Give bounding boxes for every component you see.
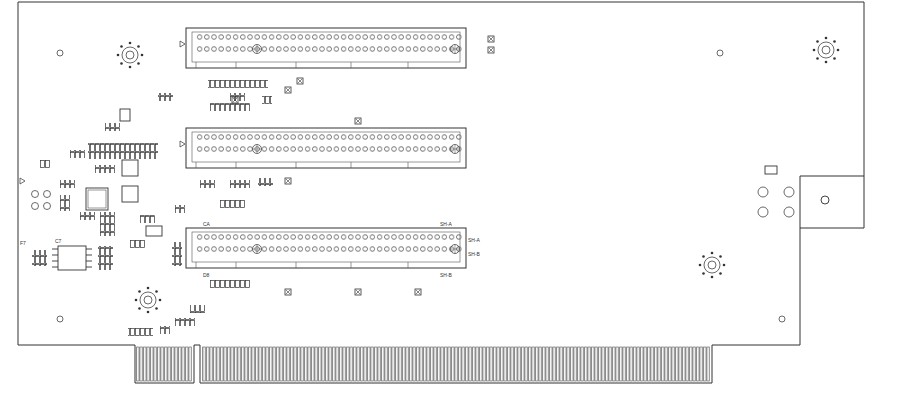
tooling-holes xyxy=(32,50,795,322)
smd-components xyxy=(32,80,273,336)
pin-label: SH-A xyxy=(440,221,452,227)
test-points xyxy=(232,36,494,295)
gold-fingers xyxy=(136,346,710,382)
slot-connectors xyxy=(20,28,466,268)
pin-label: SH-B xyxy=(440,272,452,278)
mounting-holes xyxy=(117,37,840,314)
ic-chips xyxy=(52,109,777,270)
pin-label: SH-A xyxy=(468,237,480,243)
pin-label: D8 xyxy=(203,272,209,278)
pin-label: SH-B xyxy=(468,251,480,257)
pin-label: C7 xyxy=(55,238,61,244)
bracket-edge xyxy=(800,176,864,228)
board-outline xyxy=(18,2,864,383)
pin-label: F7 xyxy=(20,240,26,246)
pin-label: CA xyxy=(203,221,210,227)
bracket-hole xyxy=(821,196,829,204)
